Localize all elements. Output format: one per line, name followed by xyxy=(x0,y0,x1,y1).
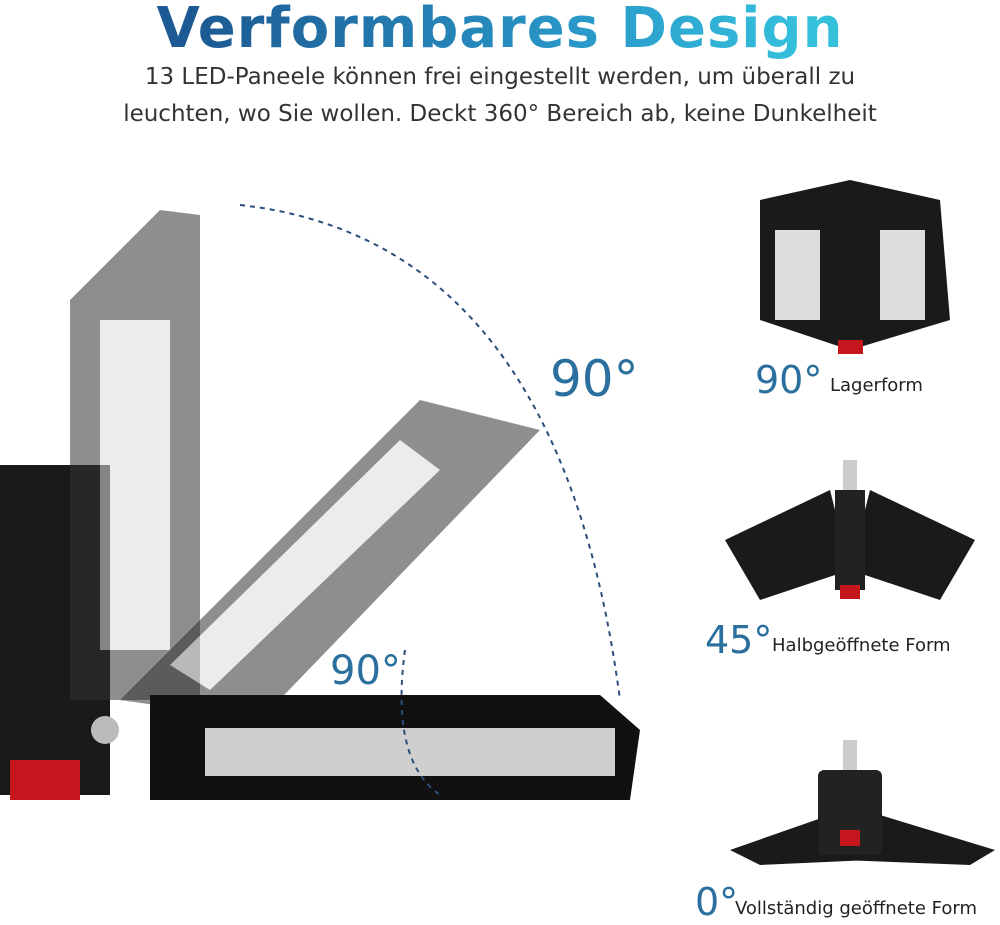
red-base xyxy=(10,760,80,800)
panel-horizontal xyxy=(91,695,640,800)
angle-label-large: 90° xyxy=(550,350,639,408)
subtitle-line-2: leuchten, wo Sie wollen. Deckt 360° Bere… xyxy=(123,101,877,127)
variant-label-0: Vollständig geöffnete Form xyxy=(735,898,977,919)
lamp-half-45 xyxy=(725,460,975,600)
rotation-arc-small xyxy=(400,649,441,796)
angle-label-small: 90° xyxy=(330,648,401,694)
variant-angle-90: 90° xyxy=(755,358,823,402)
variant-label-45: Halbgeöffnete Form xyxy=(772,635,951,656)
rotation-arc-large xyxy=(239,204,621,701)
page-title: Verformbares Design xyxy=(0,0,1000,61)
lamp-open-0 xyxy=(730,740,995,865)
panel-diagonal xyxy=(120,400,540,720)
variant-label-90: Lagerform xyxy=(830,375,923,396)
lamp-folded-90 xyxy=(760,180,950,354)
variant-angle-0: 0° xyxy=(695,880,739,924)
variant-angle-45: 45° xyxy=(705,618,773,662)
subtitle-line-1: 13 LED-Paneele können frei eingestellt w… xyxy=(144,64,856,90)
panel-vertical xyxy=(70,210,200,700)
